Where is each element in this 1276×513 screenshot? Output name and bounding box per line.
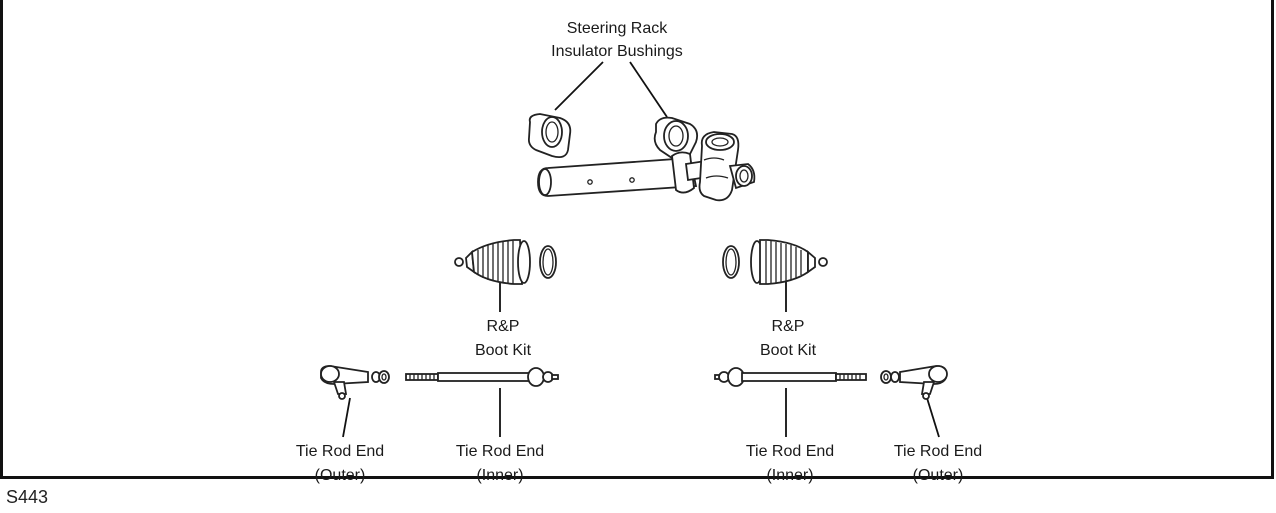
svg-text:Tie Rod End: Tie Rod End [746,443,834,460]
svg-text:(Inner): (Inner) [476,467,523,484]
boot-kit-right-label: R&P Boot Kit [760,318,817,359]
leader-tre-outer-left [342,397,351,438]
leader-tre-outer-right [926,397,940,438]
boot-kit-left-label: R&P Boot Kit [475,318,532,359]
leader-bushing-right [629,61,668,118]
steering-rack-housing [537,131,756,202]
svg-text:Steering Rack: Steering Rack [567,20,668,37]
svg-text:Boot Kit: Boot Kit [475,342,532,359]
boot-kit-left [454,239,557,285]
tie-rod-end-outer-left-label: Tie Rod End (Outer) [296,443,384,484]
svg-text:(Outer): (Outer) [315,467,366,484]
svg-text:Tie Rod End: Tie Rod End [296,443,384,460]
svg-text:Insulator Bushings: Insulator Bushings [551,43,683,60]
tie-rod-end-outer-left [320,365,390,400]
tie-rod-end-inner-left [405,367,559,387]
insulator-bushing-left [527,113,572,159]
tie-rod-end-inner-left-label: Tie Rod End (Inner) [456,443,544,484]
leader-bushing-left [554,61,604,111]
boot-kit-right [722,239,828,285]
svg-text:R&P: R&P [487,318,520,335]
figure-id: S443 [6,487,49,507]
diagram-frame [0,0,1274,479]
leader-lines [342,61,940,438]
svg-text:R&P: R&P [772,318,805,335]
svg-text:Tie Rod End: Tie Rod End [456,443,544,460]
svg-text:Tie Rod End: Tie Rod End [894,443,982,460]
insulator-bushing-right [653,116,699,161]
svg-text:Boot Kit: Boot Kit [760,342,817,359]
tie-rod-end-inner-right [714,367,867,387]
tie-rod-end-outer-right-label: Tie Rod End (Outer) [894,443,982,484]
svg-text:(Inner): (Inner) [766,467,813,484]
svg-text:(Outer): (Outer) [913,467,964,484]
tie-rod-end-outer-right [880,365,948,400]
bushings-label: Steering Rack Insulator Bushings [551,20,683,60]
tie-rod-end-inner-right-label: Tie Rod End (Inner) [746,443,834,484]
